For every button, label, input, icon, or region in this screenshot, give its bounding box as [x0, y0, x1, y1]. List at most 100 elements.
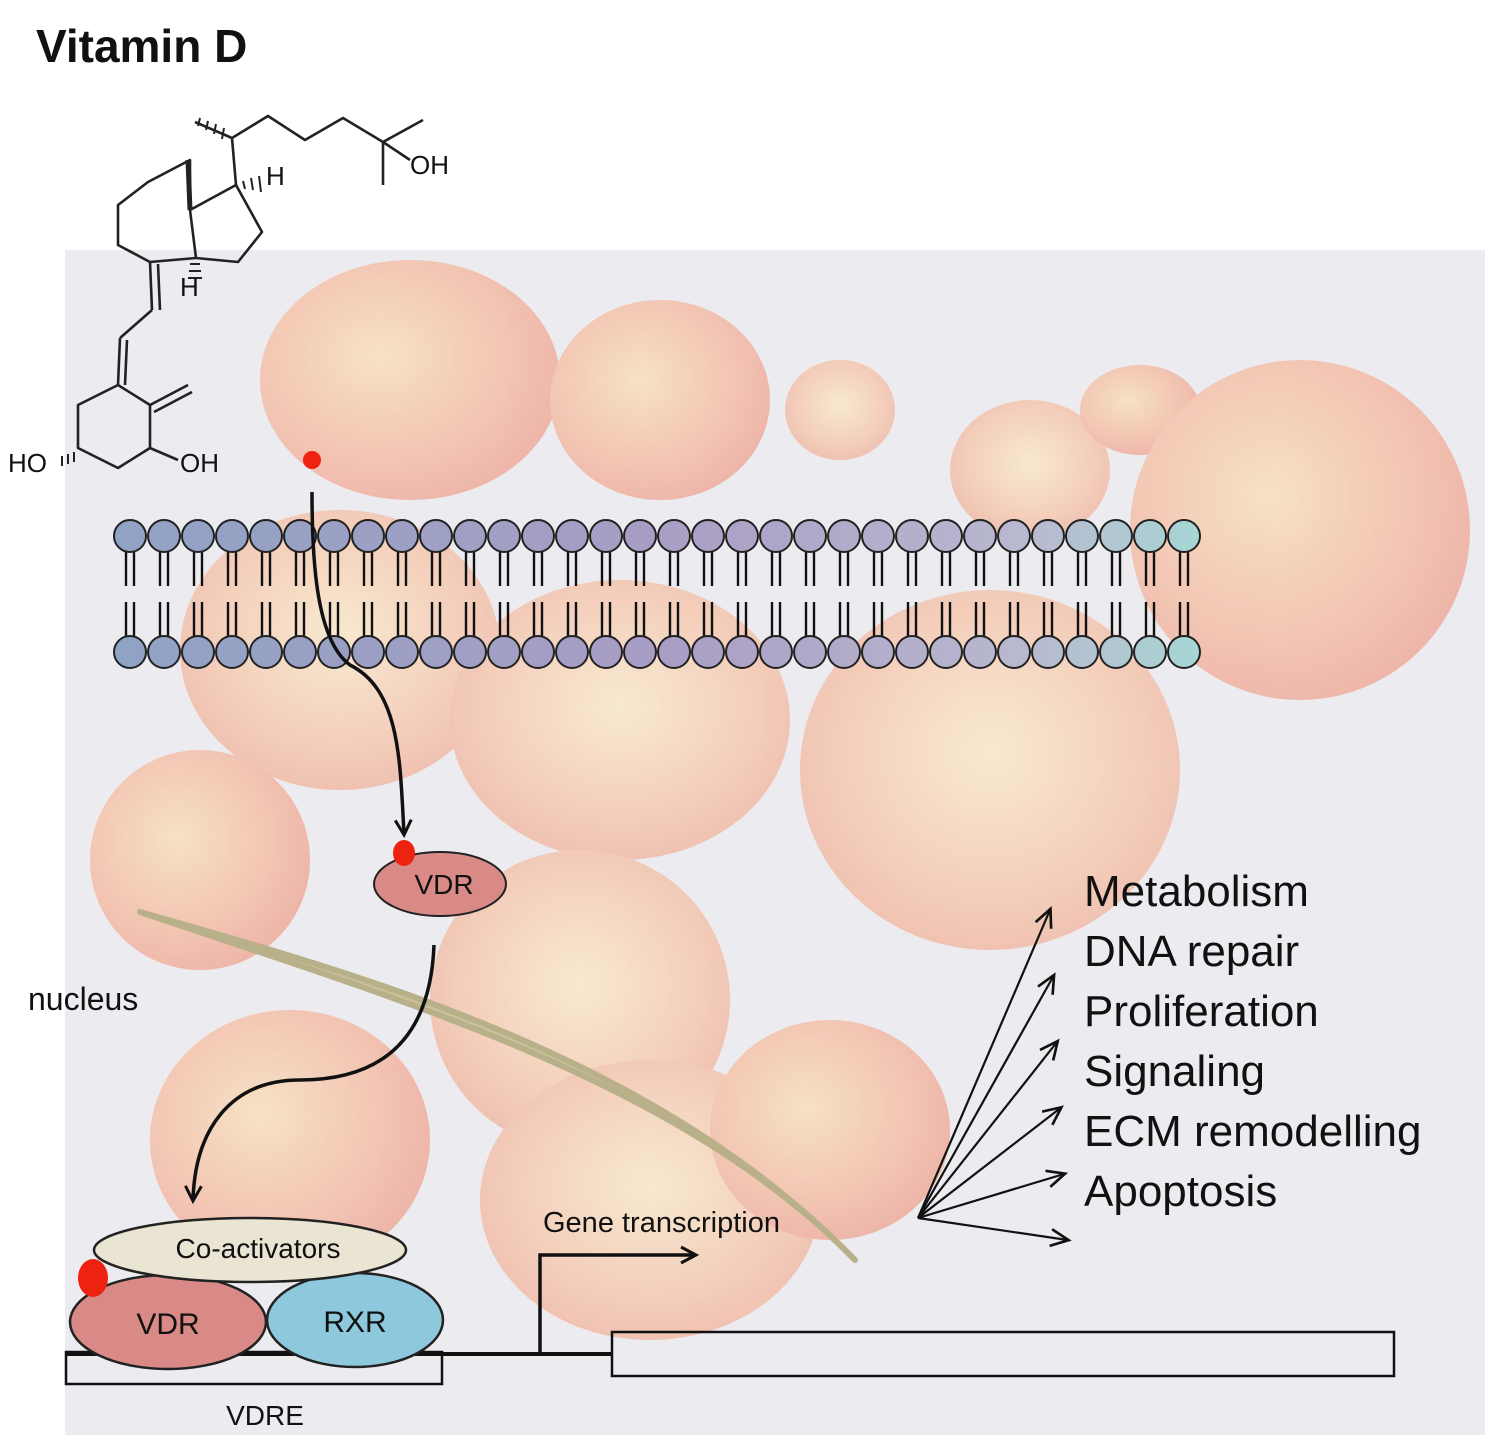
molecule-ho-ring: HO	[8, 448, 47, 478]
lipid-head	[623, 635, 657, 669]
lipid-head	[181, 519, 215, 553]
outcome-label: Proliferation	[1084, 987, 1319, 1036]
lipid-head	[419, 635, 453, 669]
lipid-head	[623, 519, 657, 553]
lipid-head	[1099, 635, 1133, 669]
lipid-head	[147, 635, 181, 669]
molecule-oh-side-chain: OH	[410, 150, 449, 180]
molecule-oh-ring: OH	[180, 448, 219, 478]
lipid-head	[861, 519, 895, 553]
outcome-arrow	[917, 1169, 1069, 1220]
lipid-head	[759, 519, 793, 553]
lipid-head	[1133, 519, 1167, 553]
vdr-cytoplasm-label: VDR	[414, 869, 473, 900]
lipid-head	[385, 635, 419, 669]
lipid-head	[453, 635, 487, 669]
vdr-bound-ligand-dot	[393, 840, 415, 866]
rxr-label: RXR	[323, 1306, 386, 1339]
outcome-label: DNA repair	[1084, 927, 1299, 976]
lipid-head	[1133, 635, 1167, 669]
lipid-head	[963, 635, 997, 669]
molecule-h-bottom: H	[180, 272, 199, 302]
lipid-head	[521, 635, 555, 669]
lipid-head	[215, 635, 249, 669]
outcome-label: Apoptosis	[1084, 1167, 1277, 1216]
lipid-head	[929, 635, 963, 669]
outcome-label: Metabolism	[1084, 867, 1309, 916]
outcome-arrow	[917, 1105, 1064, 1219]
lipid-head	[895, 519, 929, 553]
lipid-head	[385, 519, 419, 553]
lipid-head	[555, 635, 589, 669]
lipid-head	[113, 519, 147, 553]
lipid-head	[215, 519, 249, 553]
lipid-head	[793, 519, 827, 553]
lipid-head	[963, 519, 997, 553]
nucleus-label: nucleus	[28, 981, 138, 1017]
lipid-head	[1065, 519, 1099, 553]
lipid-head	[181, 635, 215, 669]
lipid-head	[283, 519, 317, 553]
lipid-head	[555, 519, 589, 553]
lipid-head	[351, 519, 385, 553]
lipid-head	[589, 635, 623, 669]
lipid-head	[1167, 635, 1201, 669]
lipid-head	[249, 635, 283, 669]
vdr-complex-ligand-dot	[78, 1259, 108, 1297]
lipid-head	[929, 519, 963, 553]
lipid-head	[249, 519, 283, 553]
lipid-head	[725, 519, 759, 553]
cell-membrane-bilayer	[113, 519, 1201, 669]
lipid-head	[521, 519, 555, 553]
outcome-arrows	[916, 906, 1072, 1248]
nuclear-import-arrow	[193, 944, 436, 1200]
outcome-arrow	[916, 906, 1053, 1219]
lipid-head	[657, 519, 691, 553]
lipid-head	[997, 635, 1031, 669]
gene-coding-box	[610, 1330, 1396, 1378]
lipid-head	[1099, 519, 1133, 553]
vdr-complex-label: VDR	[136, 1308, 199, 1341]
coactivators-label: Co-activators	[176, 1233, 341, 1264]
lipid-head	[759, 635, 793, 669]
lipid-head	[997, 519, 1031, 553]
outcome-arrow	[917, 1216, 1072, 1248]
lipid-head	[487, 635, 521, 669]
lipid-head	[1031, 635, 1065, 669]
lipid-head	[283, 635, 317, 669]
lipid-head	[657, 635, 691, 669]
lipid-head	[419, 519, 453, 553]
lipid-head	[351, 635, 385, 669]
outcome-arrow	[917, 1038, 1060, 1219]
outcome-arrow	[917, 972, 1056, 1219]
lipid-head	[453, 519, 487, 553]
diagram-title: Vitamin D	[36, 20, 247, 72]
vdr-cytoplasm	[373, 851, 507, 917]
lipid-head	[861, 635, 895, 669]
lipid-head	[487, 519, 521, 553]
lipid-head	[589, 519, 623, 553]
lipid-head	[725, 635, 759, 669]
lipid-head	[113, 635, 147, 669]
lipid-head	[895, 635, 929, 669]
vitamin-d-ligand-dot	[303, 451, 321, 469]
coactivators-complex	[92, 1216, 408, 1284]
transcription-start-arrow	[538, 1255, 695, 1354]
nuclear-envelope	[137, 909, 858, 1263]
lipid-head	[793, 635, 827, 669]
lipid-head	[827, 635, 861, 669]
lipid-head	[1167, 519, 1201, 553]
lipid-head	[691, 519, 725, 553]
lipid-head	[1065, 635, 1099, 669]
outcome-label: ECM remodelling	[1084, 1107, 1421, 1156]
lipid-head	[317, 519, 351, 553]
lipid-head	[1031, 519, 1065, 553]
vitamin-d-molecule	[61, 114, 424, 470]
lipid-head	[147, 519, 181, 553]
membrane-crossing-arrow	[310, 491, 404, 834]
tissue-photo-background	[65, 250, 1485, 1435]
lipid-head	[691, 635, 725, 669]
vdre-label: VDRE	[226, 1400, 304, 1431]
